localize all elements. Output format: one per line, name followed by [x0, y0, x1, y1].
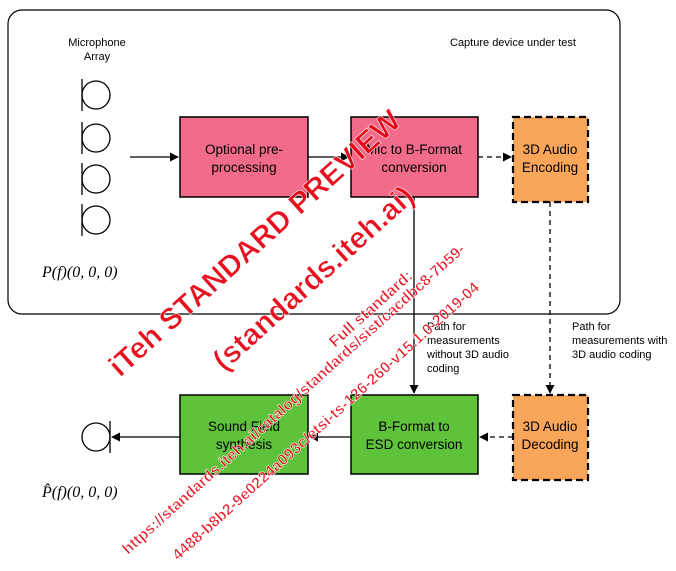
- audio-encoding-block: [511, 115, 590, 204]
- input-formula: P(f)(0, 0, 0): [41, 264, 118, 281]
- bformat-to-esd-block-line1: B-Format to: [378, 419, 449, 434]
- audio-encoding-block-line2: Encoding: [522, 160, 578, 175]
- mic-to-bformat-block-line2: conversion: [381, 160, 446, 175]
- speaker-icon: [81, 421, 111, 453]
- microphone-icon-1: [81, 79, 111, 111]
- bformat-to-esd-block-line2: ESD conversion: [366, 437, 463, 452]
- audio-decoding-block-line2: Decoding: [521, 437, 578, 452]
- microphone-icon-2: [81, 122, 111, 154]
- capture-device-label: Capture device under test: [450, 37, 576, 49]
- capture-device-region: [7, 9, 621, 315]
- path-label-without-coding: Path for measurements without 3D audio c…: [426, 321, 512, 375]
- mic-array-label-line1: Microphone: [68, 37, 125, 49]
- microphone-icon-3: [81, 163, 111, 195]
- audio-decoding-block: [511, 393, 590, 482]
- audio-encoding-block-line1: 3D Audio: [523, 142, 578, 157]
- audio-decoding-block-line1: 3D Audio: [523, 419, 578, 434]
- path-label-with-coding: Path for measurements with 3D audio codi…: [572, 321, 670, 361]
- preprocessing-block: [179, 116, 309, 198]
- mic-to-bformat-block: [350, 116, 479, 198]
- mic-to-bformat-block-line1: Mic to B-Format: [366, 142, 462, 157]
- output-formula: P̂(f)(0, 0, 0): [41, 482, 118, 501]
- preprocessing-block-line1: Optional pre-: [205, 142, 283, 157]
- bformat-to-esd-block: [350, 394, 479, 475]
- mic-array-label-line2: Array: [84, 51, 111, 63]
- preprocessing-block-line2: processing: [211, 160, 276, 175]
- microphone-icon-4: [81, 204, 111, 236]
- sound-field-synthesis-block-line2: synthesis: [216, 437, 273, 452]
- sound-field-synthesis-block: [179, 394, 309, 475]
- sound-field-synthesis-block-line1: Sound Field: [208, 419, 280, 434]
